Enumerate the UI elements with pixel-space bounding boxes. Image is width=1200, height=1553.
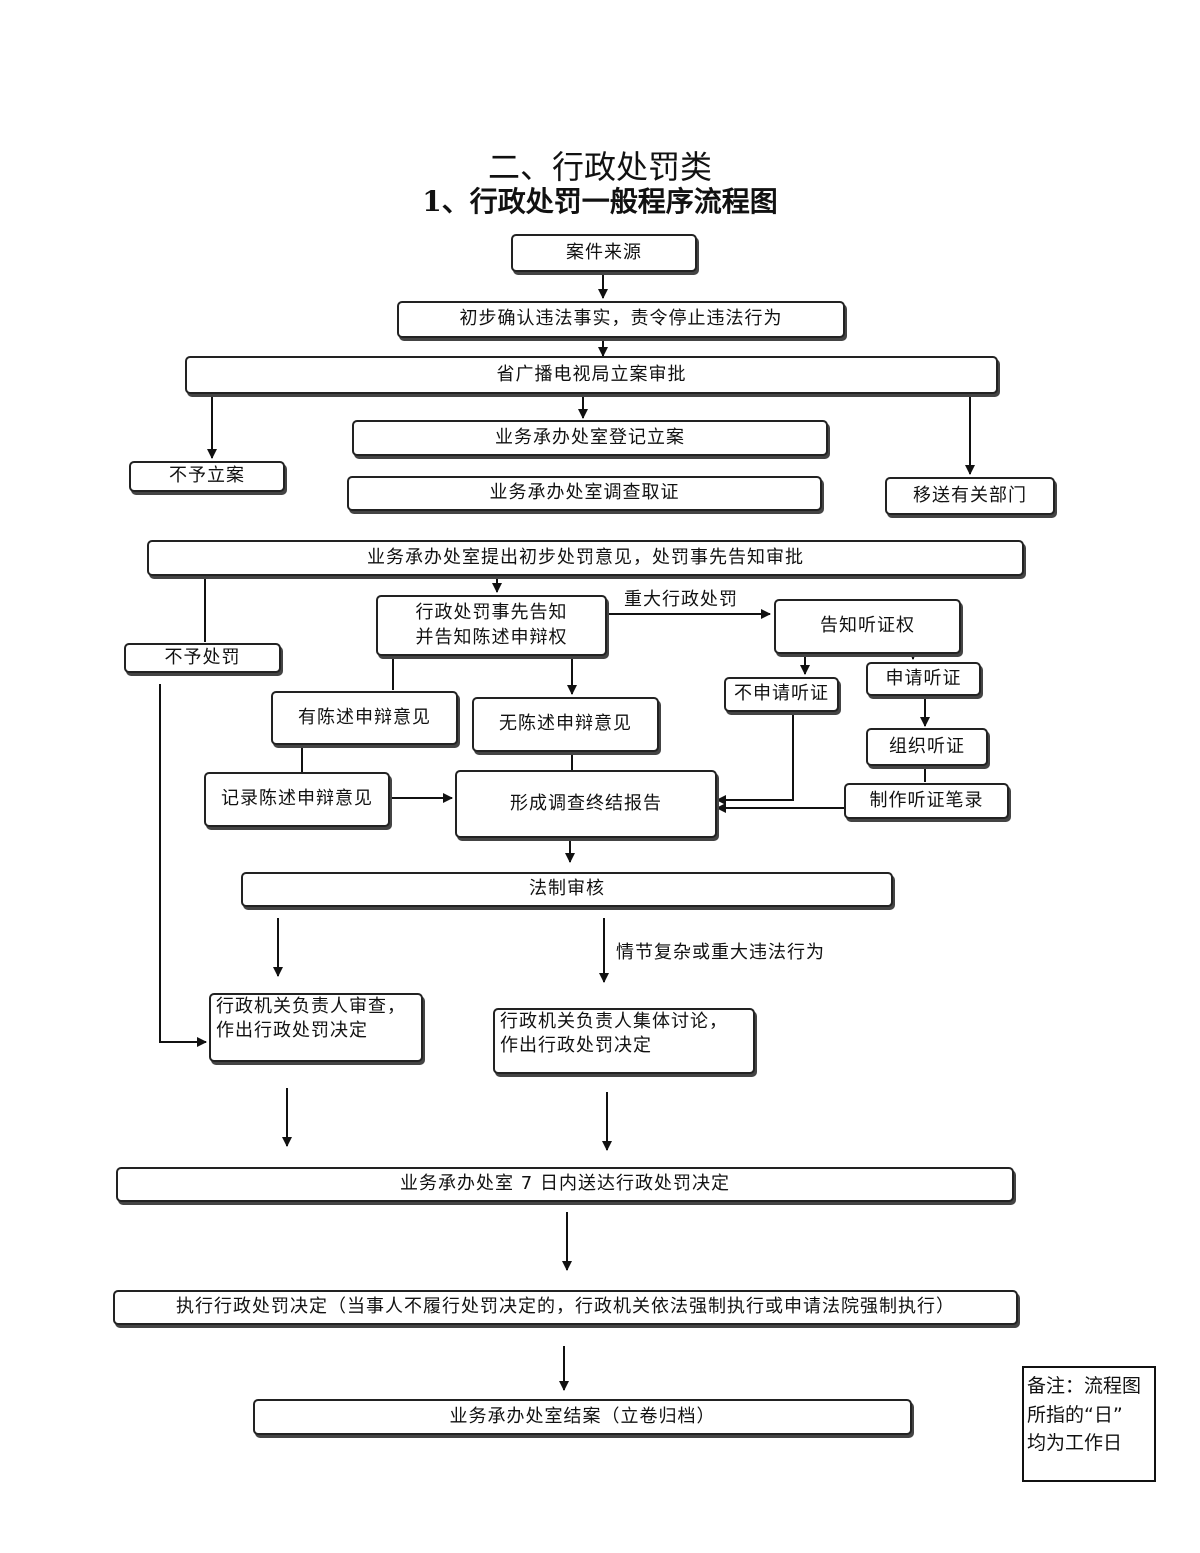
node-filing-approval: 省广播电视局立案审批: [185, 356, 998, 394]
node-head-review-line2: 作出行政处罚决定: [216, 1020, 368, 1042]
arrow-no-request-to-report: [716, 712, 794, 805]
node-no-filing: 不予立案: [129, 461, 285, 492]
node-prior-notice: 行政处罚事先告知 并告知陈述申辩权: [376, 595, 607, 656]
page-title: 二、行政处罚类: [487, 148, 712, 186]
node-register-filing: 业务承办处室登记立案: [352, 420, 828, 456]
node-legal-review: 法制审核: [241, 872, 893, 907]
label-complex-case: 情节复杂或重大违法行为: [616, 942, 825, 963]
node-head-review-line1: 行政机关负责人审查，: [216, 996, 406, 1017]
note-line3: 均为工作日: [1027, 1432, 1123, 1454]
node-request-hearing: 申请听证: [866, 662, 981, 696]
label-major-penalty: 重大行政处罚: [624, 589, 738, 610]
node-preliminary-opinion: 业务承办处室提出初步处罚意见，处罚事先告知审批: [147, 540, 1024, 576]
node-final-report: 形成调查终结报告: [455, 770, 717, 838]
node-no-hearing-request: 不申请听证: [724, 677, 839, 712]
node-record-statement: 记录陈述申辩意见: [204, 772, 390, 827]
node-collective-discussion: 行政机关负责人集体讨论， 作出行政处罚决定: [493, 1008, 755, 1074]
note-line1: 备注：流程图: [1027, 1375, 1142, 1397]
node-notify-hearing: 告知听证权: [774, 599, 961, 654]
flowchart-title: 1、行政处罚一般程序流程图: [422, 185, 778, 218]
note-line2: 所指的“日”: [1027, 1403, 1123, 1426]
node-transfer: 移送有关部门: [885, 477, 1055, 515]
arrow-no-penalty-to-head: [159, 684, 207, 1047]
node-no-statement: 无陈述申辩意见: [472, 697, 659, 752]
node-collective-line2: 作出行政处罚决定: [500, 1035, 652, 1057]
node-deliver-decision: 业务承办处室 7 日内送达行政处罚决定: [116, 1167, 1014, 1202]
node-hearing-record: 制作听证笔录: [844, 783, 1009, 819]
node-prior-notice-line2: 并告知陈述申辩权: [415, 626, 568, 648]
node-investigate: 业务承办处室调查取证: [347, 476, 822, 511]
node-head-review: 行政机关负责人审查， 作出行政处罚决定: [209, 993, 423, 1062]
note-box: 备注：流程图 所指的“日” 均为工作日: [1022, 1366, 1156, 1482]
node-has-statement: 有陈述申辩意见: [271, 691, 458, 745]
node-execute-decision: 执行行政处罚决定（当事人不履行处罚决定的，行政机关依法强制执行或申请法院强制执行…: [113, 1290, 1018, 1325]
node-case-source: 案件来源: [511, 234, 697, 272]
node-prior-notice-line1: 行政处罚事先告知: [415, 602, 568, 624]
node-collective-line1: 行政机关负责人集体讨论，: [500, 1011, 728, 1032]
node-organize-hearing: 组织听证: [866, 728, 988, 766]
node-no-penalty: 不予处罚: [124, 643, 281, 673]
node-close-case: 业务承办处室结案（立卷归档）: [253, 1399, 912, 1435]
node-preliminary-confirm: 初步确认违法事实，责令停止违法行为: [397, 301, 845, 338]
